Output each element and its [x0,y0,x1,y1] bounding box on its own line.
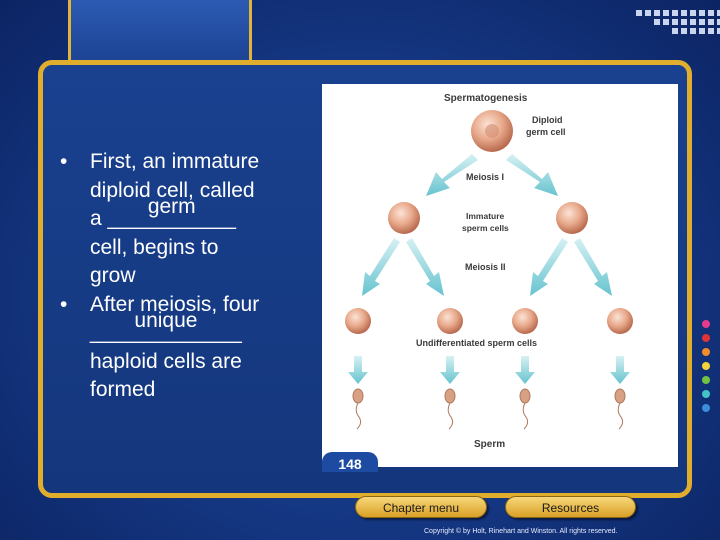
blank-underscores: ___________ [107,207,236,230]
immature-sperm-cell-right [556,202,588,234]
arrow-meiosis2-4 [574,238,612,296]
bullet-item-1: • First, an immature diploid cell, calle… [60,148,310,291]
copyright-text: Copyright © by Holt, Rinehart and Winsto… [424,528,618,535]
arrow-meiosis2-1 [362,238,400,296]
arrow-meiosis2-3 [530,238,568,296]
bullet-list: • First, an immature diploid cell, calle… [60,148,310,405]
bullet-line: diploid cell, called [90,178,255,202]
label-undifferentiated: Undifferentiated sperm cells [416,338,537,348]
arrow-sperm-4 [610,356,630,384]
figure-title: Spermatogenesis [444,93,528,104]
resources-button[interactable]: Resources [505,496,636,518]
decorative-dots-top-right [636,10,720,34]
undifferentiated-cell-4 [607,308,633,334]
fill-in-blank: ___________germ [107,195,236,234]
sperm-arrows [348,356,630,384]
bullet-line: After meiosis, four [90,292,260,316]
spermatogenesis-figure: Spermatogenesis Diploid germ cell Meiosi… [322,84,678,467]
arrow-meiosis2-2 [406,238,444,296]
label-diploid-1: Diploid [532,115,563,125]
fill-in-blank: _____________unique [90,309,242,348]
arrow-sperm-2 [440,356,460,384]
bullet-line: haploid cells are [90,349,242,373]
label-immature-2: sperm cells [462,223,509,233]
bullet-blank-line: a ___________germ [90,195,310,234]
bullet-item-2: • After meiosis, four _____________uniqu… [60,291,310,405]
page-number-badge: 148 [322,452,378,472]
bullet-symbol: • [60,150,68,173]
label-meiosis2: Meiosis II [465,262,506,272]
sperm-cell-1 [352,388,364,430]
sperm-cell-3 [519,388,531,430]
undifferentiated-cell-3 [512,308,538,334]
arrow-sperm-3 [515,356,535,384]
bullet-blank-line: _____________unique [90,309,310,348]
bullet-symbol: • [60,292,68,316]
blank-prefix: a [90,207,108,230]
bullet-line: grow [90,264,136,287]
cell-nucleus [485,124,499,138]
blank-underscores: _____________ [90,321,242,344]
sperm-cell-4 [614,388,626,430]
label-meiosis1: Meiosis I [466,172,504,182]
bullet-line: formed [90,378,156,401]
arrow-sperm-1 [348,356,368,384]
immature-sperm-cell-left [388,202,420,234]
sperm-cell-2 [444,388,456,430]
blank-answer: unique [134,309,198,332]
blank-answer: germ [147,195,196,218]
undifferentiated-cell-2 [437,308,463,334]
spermatogenesis-diagram: Spermatogenesis Diploid germ cell Meiosi… [345,93,633,450]
decorative-side-dots [702,320,710,418]
label-diploid-2: germ cell [526,127,566,137]
sperm-cells [352,388,626,430]
chapter-menu-button[interactable]: Chapter menu [355,496,487,518]
label-sperm: Sperm [474,439,505,450]
arrow-meiosis1-right [506,154,558,196]
bullet-line: First, an immature [90,150,260,173]
undifferentiated-cell-1 [345,308,371,334]
label-immature-1: Immature [466,211,505,221]
bullet-line: cell, begins to [90,235,219,259]
arrow-meiosis1-left [426,154,478,196]
